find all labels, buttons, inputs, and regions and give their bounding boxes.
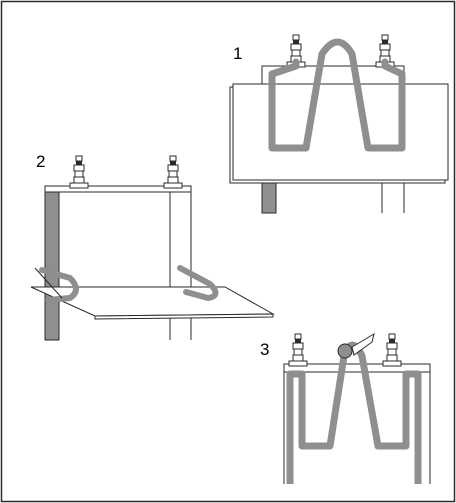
step-2-illustration (30, 155, 275, 341)
step-3-illustration (283, 332, 431, 484)
terminal-icon (69, 155, 89, 189)
step-1-illustration (229, 34, 449, 214)
clamp-icon (337, 343, 353, 359)
terminal-icon (163, 155, 183, 189)
terminal-icon (288, 333, 308, 367)
heating-element (286, 341, 422, 484)
step-number-2: 2 (36, 152, 46, 171)
step-number-1: 1 (233, 44, 243, 63)
heating-element (268, 38, 406, 152)
step-number-3: 3 (260, 340, 270, 359)
terminal-icon (382, 333, 402, 367)
